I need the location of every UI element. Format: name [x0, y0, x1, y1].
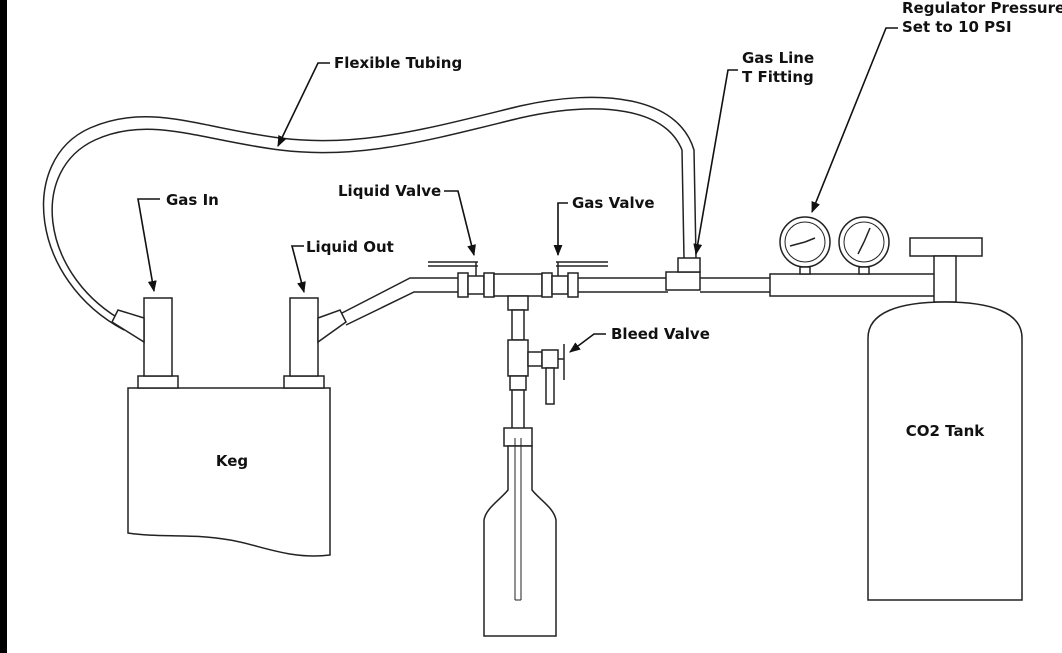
gauge-right: [838, 216, 890, 275]
label-keg: Keg: [216, 452, 248, 470]
liquid-valve: [428, 261, 495, 298]
liquid-out-post-base: [283, 375, 325, 389]
label-bleed-valve: Bleed Valve: [611, 325, 710, 343]
label-co2-tank: CO2 Tank: [906, 422, 986, 440]
gas-valve: [541, 261, 608, 298]
liquid-line: [341, 277, 458, 326]
tank-valve-stem: [933, 255, 957, 303]
leader-gas-in: [137, 198, 160, 293]
bleed-valve: [527, 344, 565, 405]
label-gas-line: Gas Line: [742, 49, 814, 67]
leader-flexible-tubing: [277, 62, 330, 148]
leader-liquid-valve: [444, 190, 476, 257]
label-gas-valve: Gas Valve: [572, 194, 655, 212]
leader-gas-valve: [553, 202, 568, 257]
tank-handwheel: [909, 237, 983, 257]
regulator-body: [769, 273, 939, 297]
leader-t-fitting: [693, 69, 738, 256]
gas-line: [578, 257, 939, 297]
bottle: [483, 427, 557, 637]
leader-bleed-valve: [569, 333, 606, 353]
t-fitting: [665, 271, 701, 291]
label-liquid-out: Liquid Out: [306, 238, 394, 256]
leader-regulator: [811, 27, 898, 214]
label-gas-in: Gas In: [166, 191, 219, 209]
label-liquid-valve: Liquid Valve: [338, 182, 441, 200]
gas-in-post-base: [137, 375, 179, 389]
gas-in-barb: [111, 309, 145, 344]
liquid-out-barb: [317, 309, 347, 344]
leader-liquid-out: [290, 245, 306, 294]
flexible-tubing: [42, 96, 697, 331]
gauge-left: [779, 216, 831, 275]
label-set-psi: Set to 10 PSI: [902, 18, 1012, 36]
keg: [111, 297, 347, 557]
label-flexible-tubing: Flexible Tubing: [334, 54, 462, 72]
co2-tank: [867, 237, 1023, 601]
liquid-out-post: [289, 297, 319, 377]
bottle-feed-line: [507, 309, 529, 431]
t-fitting-stem: [677, 257, 701, 273]
tee-fitting: [493, 273, 543, 311]
gas-in-post: [143, 297, 173, 377]
left-edge-bar: [0, 0, 7, 653]
label-t-fitting: T Fitting: [742, 68, 814, 86]
label-regulator-pressure: Regulator Pressure: [902, 0, 1062, 17]
